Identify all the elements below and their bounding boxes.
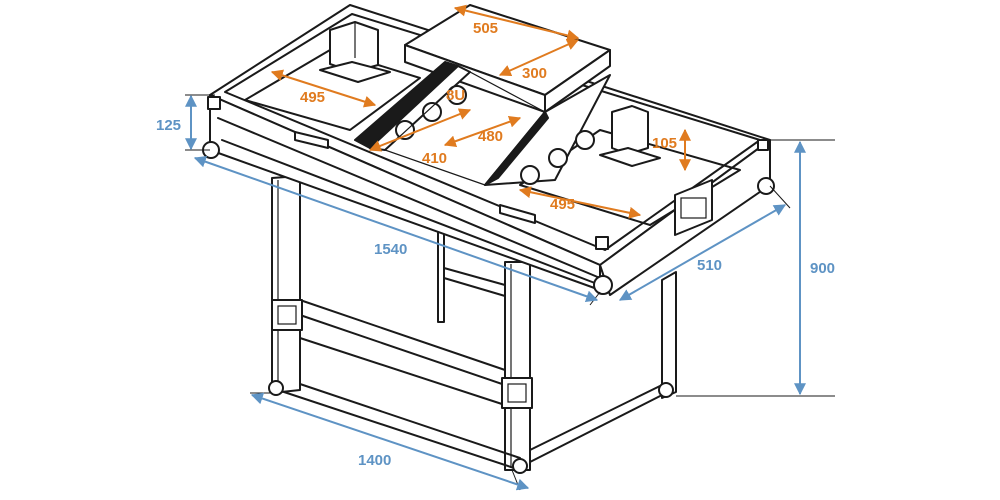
label-mixer-slot-width: 410 bbox=[422, 150, 447, 167]
label-left-deck-width: 495 bbox=[300, 89, 325, 106]
label-stand-width: 1400 bbox=[358, 452, 391, 469]
label-deck-height: 105 bbox=[652, 135, 677, 152]
label-case-length: 1540 bbox=[374, 241, 407, 258]
inner-dimension-lines bbox=[270, 4, 691, 219]
label-lid-height: 125 bbox=[156, 117, 181, 134]
outer-dimension-lines bbox=[185, 94, 806, 491]
label-case-depth: 510 bbox=[697, 257, 722, 274]
corner-fittings bbox=[202, 96, 775, 295]
label-compartment-width: 505 bbox=[473, 20, 498, 37]
label-total-height: 900 bbox=[810, 260, 835, 277]
label-compartment-depth: 300 bbox=[522, 65, 547, 82]
label-mixer-slot-depth: 480 bbox=[478, 128, 503, 145]
dimension-labels: 505 300 495 8U 480 410 105 495 125 1540 … bbox=[156, 20, 835, 469]
label-slot-height: 8U bbox=[446, 87, 465, 104]
label-right-deck-width: 495 bbox=[550, 196, 575, 213]
